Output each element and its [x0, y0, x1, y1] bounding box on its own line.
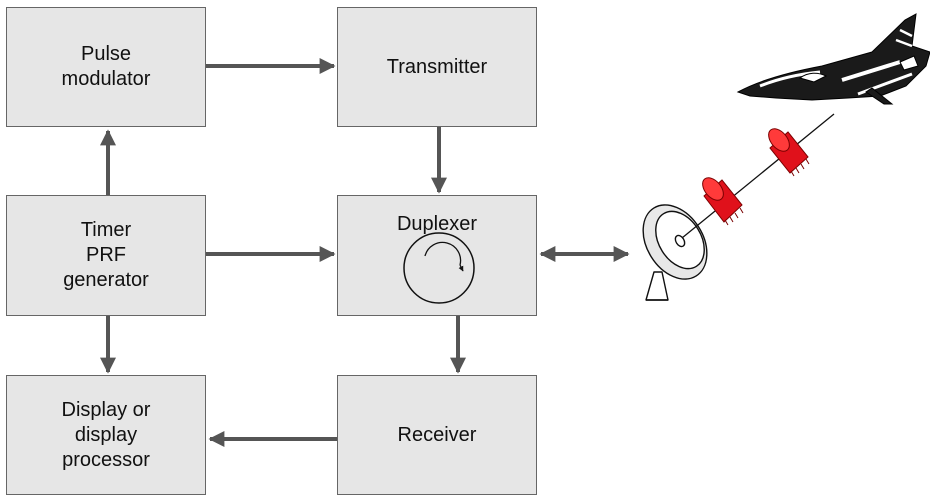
receiver-label: Receiver — [397, 423, 477, 446]
display-label-1: Display or — [61, 398, 151, 421]
transmitter-block: Transmitter — [337, 7, 537, 127]
display-processor-block: Display or display processor — [6, 375, 206, 495]
timer-label-2: PRF — [86, 244, 126, 266]
pulse-modulator-label-2: modulator — [61, 68, 151, 90]
fighter-jet-icon — [736, 13, 930, 105]
timer-label-3: generator — [63, 269, 149, 291]
timer-prf-generator-block: Timer PRF generator — [6, 195, 206, 316]
circulator-icon — [403, 232, 475, 304]
receiver-block: Receiver — [337, 375, 537, 495]
transmitter-label: Transmitter — [386, 55, 488, 78]
display-label-3: processor — [62, 448, 150, 471]
duplexer-block: Duplexer — [337, 195, 537, 316]
pulse-modulator-block: Pulse modulator — [6, 7, 206, 127]
display-label-2: display — [74, 423, 138, 446]
timer-label-1: Timer — [80, 219, 132, 241]
duplexer-label: Duplexer — [396, 213, 478, 235]
pulse-modulator-label-1: Pulse — [80, 43, 132, 65]
dish-antenna-icon — [642, 113, 835, 301]
radar-pulse-icon — [702, 177, 744, 226]
radar-pulse-icon — [768, 128, 810, 177]
